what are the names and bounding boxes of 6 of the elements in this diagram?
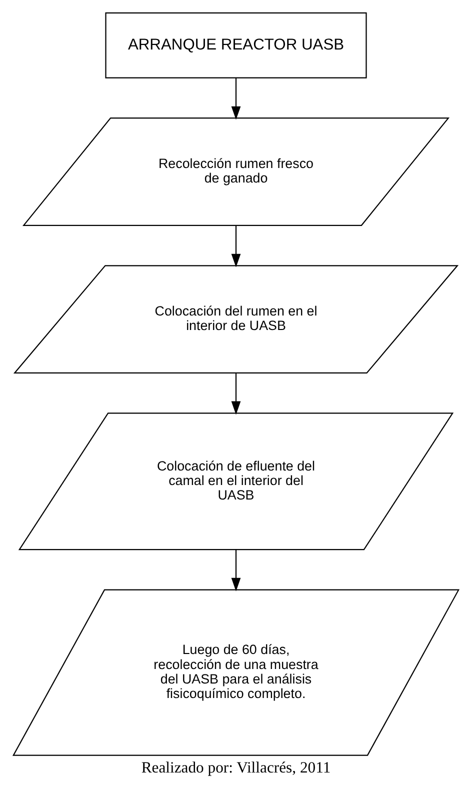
arrow bbox=[231, 373, 241, 415]
arrow bbox=[231, 78, 241, 120]
arrow bbox=[231, 550, 241, 592]
caption: Realizado por: Villacrés, 2011 bbox=[141, 759, 331, 776]
node-box: ARRANQUE REACTOR UASB bbox=[105, 12, 367, 78]
arrow bbox=[231, 226, 241, 268]
